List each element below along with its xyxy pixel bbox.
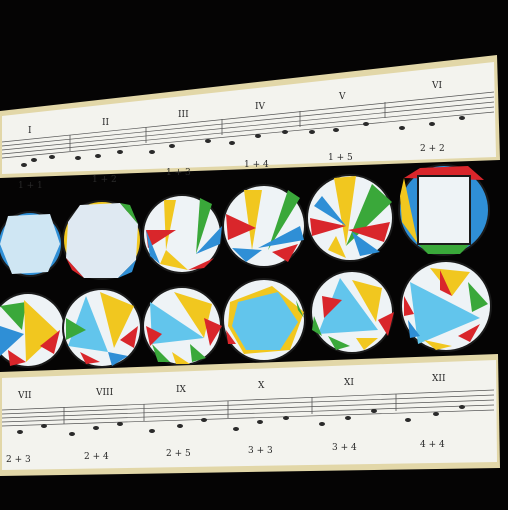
glass-window-2 bbox=[62, 200, 142, 280]
bottom-notes bbox=[17, 405, 465, 436]
glass-window-11 bbox=[310, 270, 394, 354]
numeral-iv: IV bbox=[255, 102, 266, 112]
glass-window-6 bbox=[398, 164, 490, 256]
glass-window-8 bbox=[62, 288, 142, 368]
numeral-vi: VI bbox=[431, 81, 442, 91]
numeral-x: X bbox=[258, 381, 265, 391]
interval-2-2: 2 + 2 bbox=[420, 144, 445, 154]
numeral-viii: VIII bbox=[95, 388, 114, 398]
interval-2-5: 2 + 5 bbox=[166, 449, 191, 459]
top-intervals: 1 + 1 1 + 2 1 + 3 1 + 4 1 + 5 2 + 2 bbox=[18, 144, 445, 191]
glass-window-1 bbox=[0, 211, 63, 277]
numeral-vii: VII bbox=[17, 391, 32, 401]
numeral-v: V bbox=[338, 92, 346, 102]
interval-1-3: 1 + 3 bbox=[166, 168, 191, 178]
glass-window-10 bbox=[222, 278, 306, 362]
glass-window-3 bbox=[142, 194, 222, 274]
top-strip: I II III IV V VI 1 + 1 1 + 2 1 + 3 1 + 4… bbox=[0, 55, 500, 191]
interval-2-4: 2 + 4 bbox=[84, 452, 109, 462]
interval-3-4: 3 + 4 bbox=[332, 443, 357, 453]
numeral-ii: II bbox=[102, 118, 110, 128]
top-numerals: I II III IV V VI bbox=[28, 81, 442, 136]
interval-3-3: 3 + 3 bbox=[248, 446, 273, 456]
numeral-iii: III bbox=[178, 110, 189, 120]
bottom-intervals: 2 + 3 2 + 4 2 + 5 3 + 3 3 + 4 4 + 4 bbox=[6, 440, 445, 465]
glass-window-12 bbox=[400, 260, 492, 352]
top-staff bbox=[1, 91, 495, 159]
interval-1-1: 1 + 1 bbox=[18, 181, 43, 191]
interval-1-4: 1 + 4 bbox=[244, 160, 269, 170]
top-strip-paper bbox=[2, 62, 496, 174]
top-notes bbox=[21, 116, 465, 167]
interval-4-4: 4 + 4 bbox=[420, 440, 445, 450]
bottom-strip-paper bbox=[2, 360, 497, 470]
glass-window-9 bbox=[142, 286, 222, 366]
numeral-ix: IX bbox=[176, 385, 187, 395]
bottom-staff bbox=[1, 389, 495, 427]
numeral-xii: XII bbox=[432, 374, 446, 384]
glass-row-1 bbox=[0, 164, 490, 280]
interval-1-5: 1 + 5 bbox=[328, 153, 353, 163]
glass-row-2 bbox=[0, 260, 492, 368]
numeral-xi: XI bbox=[344, 378, 354, 388]
glass-window-5 bbox=[306, 174, 394, 262]
bottom-numerals: VII VIII IX X XI XII bbox=[17, 374, 446, 401]
glass-window-4 bbox=[222, 184, 306, 268]
interval-2-3: 2 + 3 bbox=[6, 455, 31, 465]
glass-window-7 bbox=[0, 292, 66, 368]
bottom-strip: VII VIII IX X XI XII 2 + 3 2 + 4 2 + 5 3… bbox=[0, 354, 500, 476]
interval-1-2: 1 + 2 bbox=[92, 175, 117, 185]
numeral-i: I bbox=[28, 126, 32, 136]
